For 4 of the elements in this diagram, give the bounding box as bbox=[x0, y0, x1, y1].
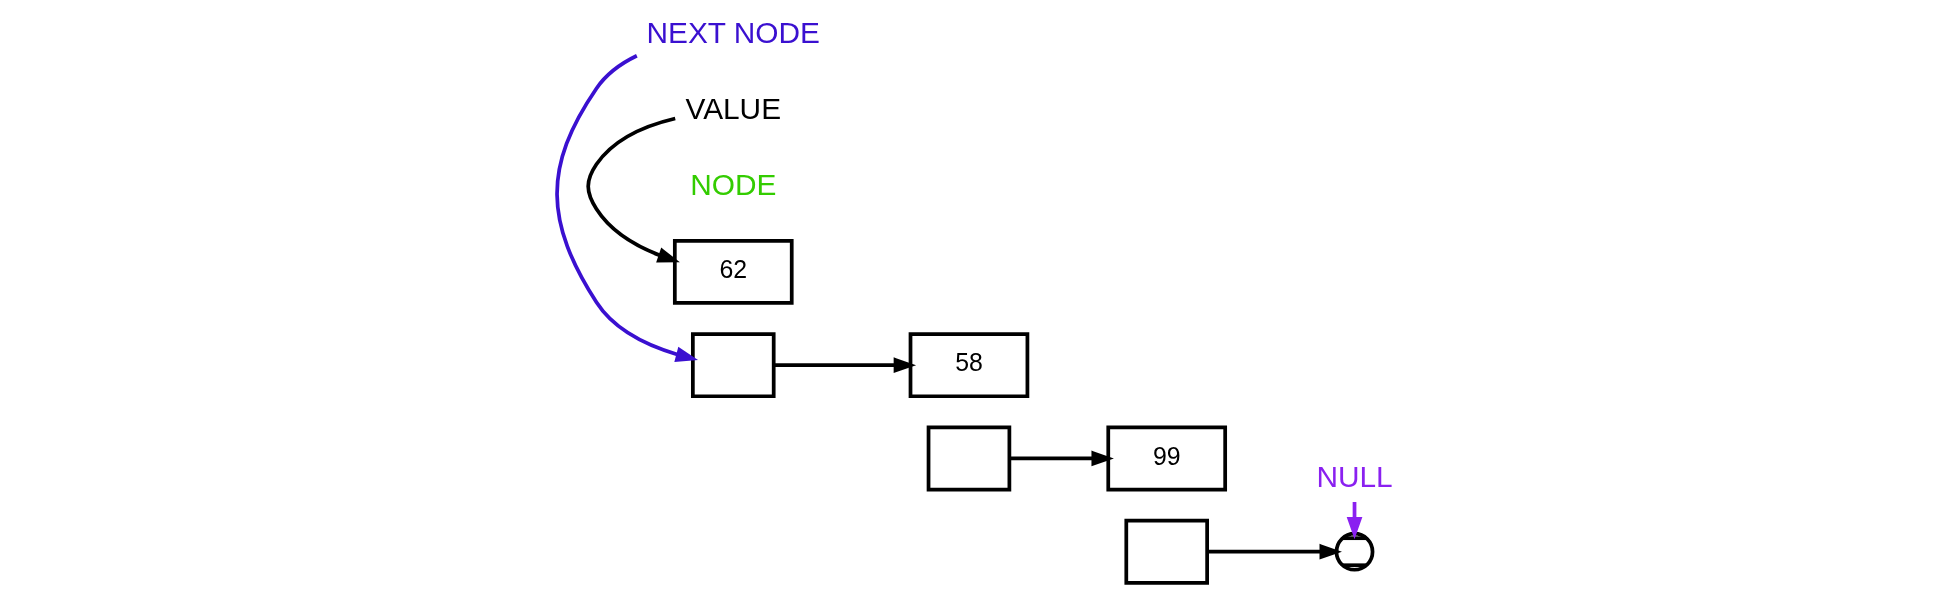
label: NODE bbox=[690, 168, 777, 202]
node-text: VALUE bbox=[685, 92, 782, 126]
node-text: NEXT NODE bbox=[646, 16, 821, 50]
node-text: NULL bbox=[1316, 460, 1393, 494]
